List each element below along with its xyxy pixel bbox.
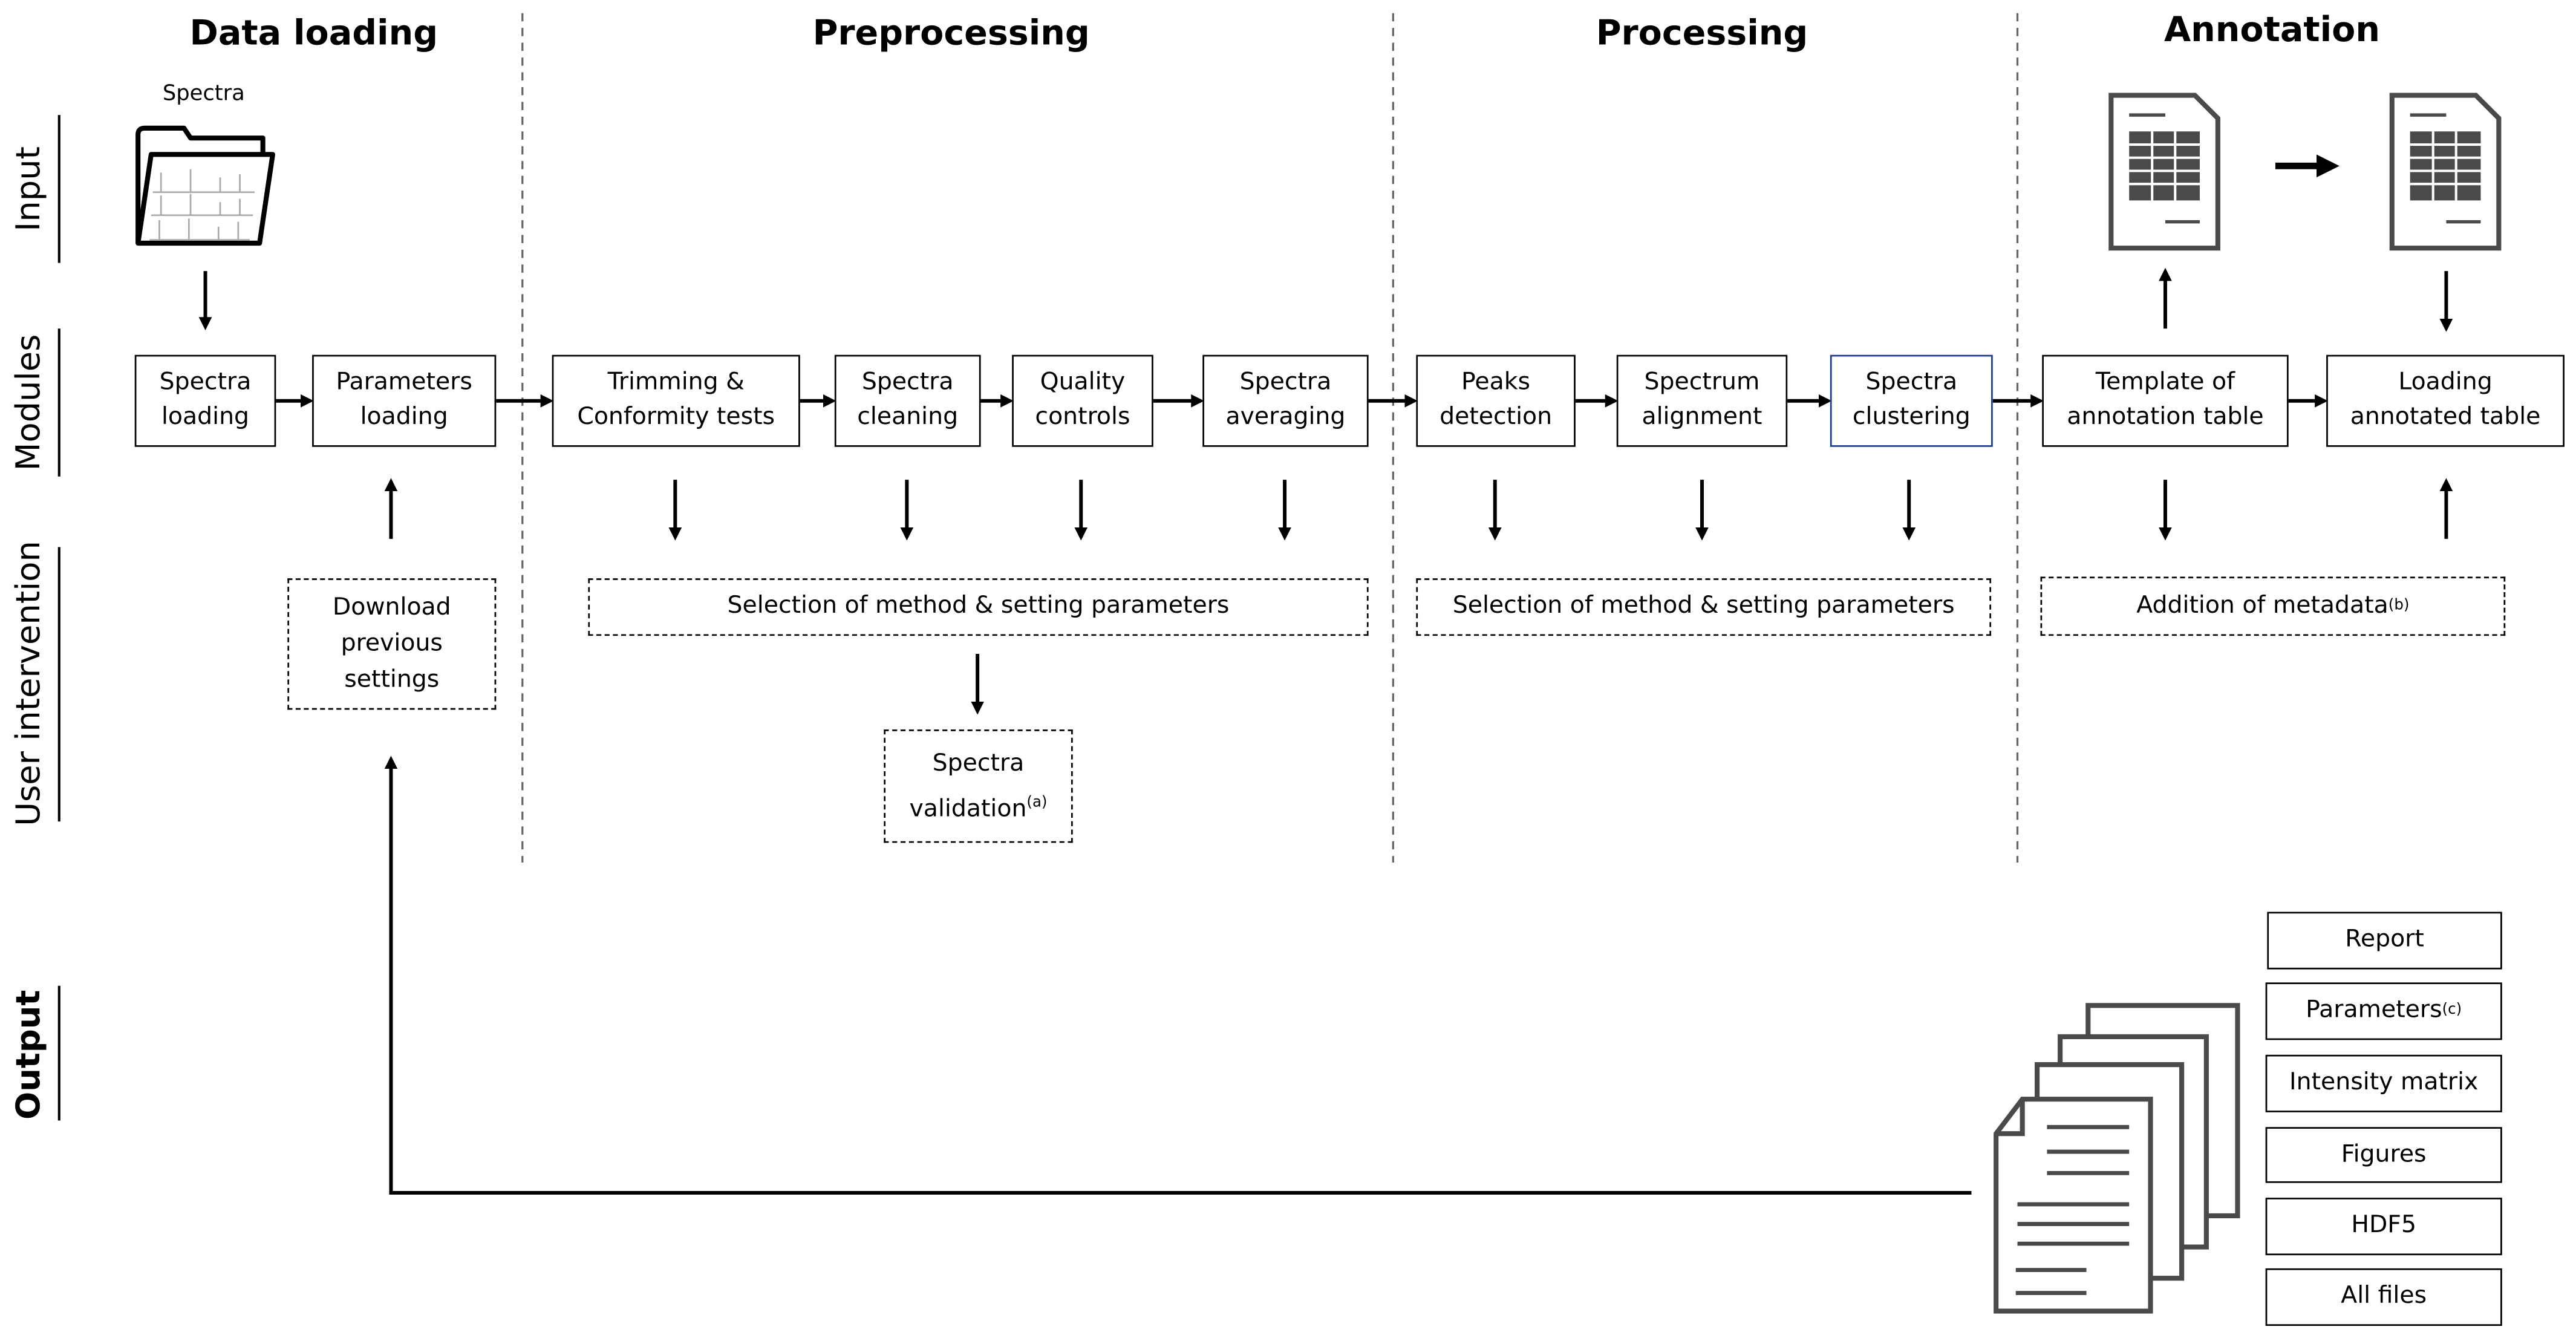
user-spectra-validation: Spectra validation(a) xyxy=(884,729,1073,843)
module-label-line: controls xyxy=(1035,404,1130,431)
spectra-folder-icon xyxy=(135,125,275,246)
module-label-line: detection xyxy=(1440,404,1553,431)
label-line: Addition of metadata xyxy=(2136,592,2389,619)
module-label-line: Loading xyxy=(2398,370,2493,396)
module-spectra-loading: Spectra loading xyxy=(134,354,276,447)
output-figures: Figures xyxy=(2265,1127,2502,1183)
module-label-line: Spectra xyxy=(159,370,252,396)
module-label-line: Spectrum xyxy=(1644,370,1760,396)
module-label-line: loading xyxy=(161,404,250,431)
output-hdf5: HDF5 xyxy=(2265,1198,2502,1256)
module-label-line: Trimming & xyxy=(607,370,745,396)
user-addition-metadata: Addition of metadata(b) xyxy=(2040,576,2506,636)
module-spectra-clustering: Spectra clustering xyxy=(1830,354,1993,447)
row-label-input: Input xyxy=(8,146,48,232)
module-spectra-cleaning: Spectra cleaning xyxy=(834,354,981,447)
stage-title-preprocessing: Preprocessing xyxy=(812,13,1090,53)
module-label-line: Conformity tests xyxy=(577,404,775,431)
output-intensity-matrix: Intensity matrix xyxy=(2265,1054,2502,1112)
module-parameters-loading: Parameters loading xyxy=(312,354,497,447)
module-template-annotation-table: Template of annotation table xyxy=(2042,354,2289,447)
label-line: validation xyxy=(909,795,1027,823)
output-documents-icon xyxy=(1994,1003,2240,1314)
stage-title-annotation: Annotation xyxy=(2164,10,2380,50)
label-line: previous xyxy=(341,631,443,657)
module-peaks-detection: Peaks detection xyxy=(1416,354,1576,447)
user-selection-preprocessing: Selection of method & setting parameters xyxy=(588,578,1369,636)
module-label-line: annotation table xyxy=(2067,404,2264,431)
label-line: settings xyxy=(344,667,440,694)
module-label-line: Quality xyxy=(1040,370,1126,396)
footnote-marker: (a) xyxy=(1026,794,1048,811)
stage-title-data-loading: Data loading xyxy=(189,13,439,53)
module-label-line: averaging xyxy=(1225,404,1346,431)
label-line: Download xyxy=(332,595,451,621)
row-label-user-intervention: User intervention xyxy=(8,541,48,826)
output-parameters: Parameters(c) xyxy=(2265,982,2502,1040)
label-line: Spectra xyxy=(932,750,1025,777)
module-quality-controls: Quality controls xyxy=(1012,354,1153,447)
module-label-line: Spectra xyxy=(861,370,954,396)
module-label-line: cleaning xyxy=(857,404,959,431)
user-download-previous-settings: Download previous settings xyxy=(287,578,497,710)
table-document-icon xyxy=(2108,93,2220,251)
flow-arrows xyxy=(198,267,2453,1195)
module-spectra-averaging: Spectra averaging xyxy=(1202,354,1369,447)
module-trimming-conformity: Trimming & Conformity tests xyxy=(552,354,800,447)
annotated-table-document-icon xyxy=(2389,93,2502,251)
spectra-input-label: Spectra xyxy=(162,82,245,107)
module-label-line: Peaks xyxy=(1461,370,1531,396)
module-label-line: loading xyxy=(360,404,448,431)
module-label-line: annotated table xyxy=(2350,404,2541,431)
module-label-line: Spectra xyxy=(1865,370,1958,396)
stage-title-processing: Processing xyxy=(1596,13,1808,53)
footnote-marker: (c) xyxy=(2442,1002,2462,1019)
output-report: Report xyxy=(2267,912,2502,970)
module-label-line: alignment xyxy=(1642,404,1762,431)
output-all-files: All files xyxy=(2265,1268,2502,1326)
footnote-marker: (b) xyxy=(2388,597,2410,614)
module-label-line: Template of xyxy=(2095,370,2235,396)
module-loading-annotated-table: Loading annotated table xyxy=(2326,354,2565,447)
module-label-line: Parameters xyxy=(336,370,472,396)
row-label-output: Output xyxy=(8,990,48,1120)
module-label-line: clustering xyxy=(1852,404,1971,431)
label: Parameters xyxy=(2306,997,2442,1024)
user-selection-processing: Selection of method & setting parameters xyxy=(1416,578,1992,636)
row-label-modules: Modules xyxy=(8,334,48,471)
module-spectrum-alignment: Spectrum alignment xyxy=(1616,354,1788,447)
module-label-line: Spectra xyxy=(1239,370,1332,396)
